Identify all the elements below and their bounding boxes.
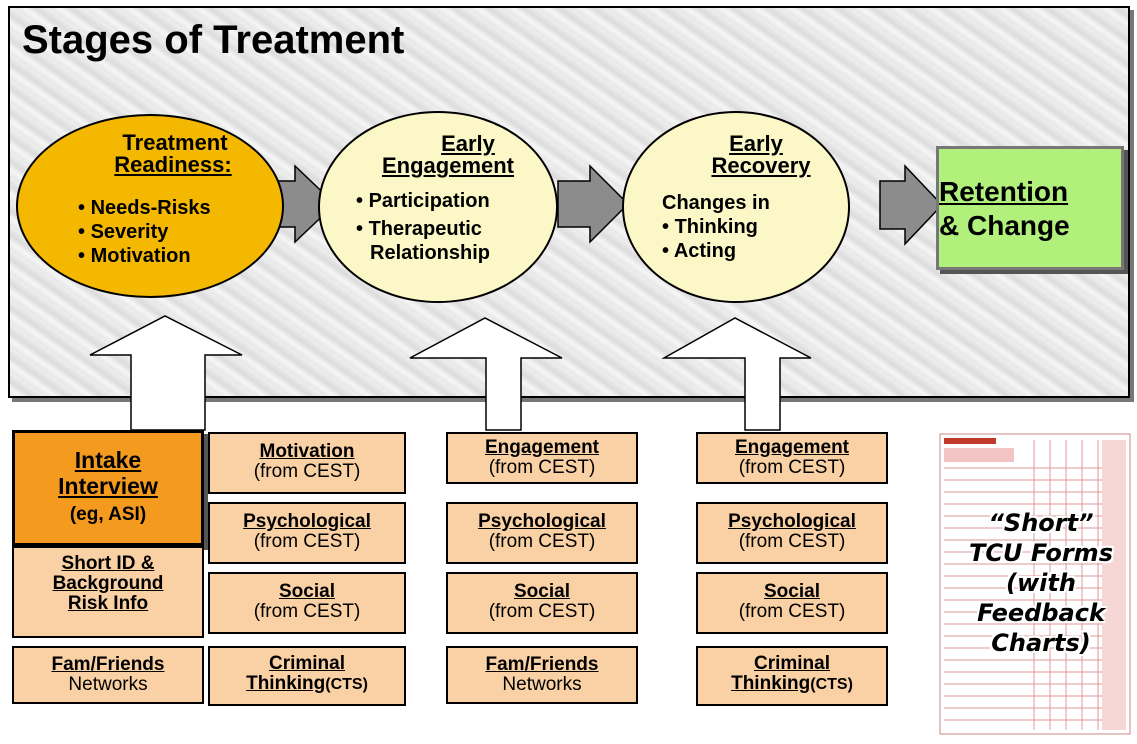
up-arrow-1 — [89, 315, 243, 431]
tcu-line: (with — [1006, 569, 1076, 597]
box-heading: Social — [514, 581, 570, 602]
up-arrow-2 — [409, 317, 563, 431]
box-heading: Motivation — [259, 441, 355, 462]
intake-interview-box: Intake Interview (eg, ASI) — [12, 430, 204, 546]
stage-heading: Recovery — [711, 153, 811, 178]
box-heading-line2: Thinking(CTS) — [246, 673, 368, 694]
social-box-3: Social (from CEST) — [696, 572, 888, 634]
arrow-right-3 — [879, 164, 944, 246]
box-heading: Psychological — [728, 511, 856, 532]
final-line2: & Change — [939, 210, 1070, 241]
stage-heading: Early — [729, 131, 783, 156]
bullet-item: • Severity — [78, 221, 169, 243]
box-sub: Networks — [68, 674, 148, 695]
tcu-form-thumbnail — [939, 433, 1131, 735]
box-heading: Criminal — [753, 653, 831, 674]
box-heading-line2: Thinking(CTS) — [731, 673, 853, 694]
box-sub: (from CEST) — [253, 601, 361, 622]
engagement-box-1: Engagement (from CEST) — [446, 432, 638, 484]
box-heading: Criminal — [268, 653, 346, 674]
fam-friends-box-2: Fam/Friends Networks — [446, 646, 638, 704]
intake-line3: (eg, ASI) — [69, 504, 147, 525]
tcu-line: Charts) — [991, 629, 1091, 657]
social-box-1: Social (from CEST) — [208, 572, 406, 634]
intake-line2: Interview — [58, 473, 158, 499]
intake-line1: Intake — [74, 447, 142, 473]
short-id-line3: Risk Info — [67, 593, 149, 614]
box-sub: (from CEST) — [738, 457, 846, 478]
fam-friends-box-1: Fam/Friends Networks — [12, 646, 204, 704]
box-sub: (from CEST) — [738, 531, 846, 552]
criminal-thinking-box-1: Criminal Thinking(CTS) — [208, 646, 406, 706]
box-heading: Engagement — [734, 437, 850, 458]
engagement-box-2: Engagement (from CEST) — [696, 432, 888, 484]
box-sub: (from CEST) — [738, 601, 846, 622]
up-arrow-3 — [661, 317, 812, 431]
final-line1: Retention — [939, 176, 1069, 207]
box-sub: (from CEST) — [488, 457, 596, 478]
box-sub: (from CEST) — [488, 601, 596, 622]
tcu-line: Feedback — [977, 599, 1105, 627]
box-heading: Social — [764, 581, 820, 602]
bullet-item: • Motivation — [78, 245, 191, 267]
bullet-item: • Therapeutic — [356, 218, 482, 240]
social-box-2: Social (from CEST) — [446, 572, 638, 634]
bullet-item: • Thinking — [662, 216, 758, 238]
retention-change-box: Retention & Change — [936, 146, 1124, 270]
arrow-right-2 — [557, 164, 630, 244]
box-heading: Social — [279, 581, 335, 602]
box-sub: (from CEST) — [253, 461, 361, 482]
tcu-line: “Short” — [988, 509, 1094, 537]
stage-heading: Early — [441, 131, 495, 156]
box-heading: Psychological — [478, 511, 606, 532]
tcu-line: TCU Forms — [969, 539, 1113, 567]
box-heading: Fam/Friends — [485, 654, 599, 675]
box-heading: Fam/Friends — [51, 654, 165, 675]
stage-early-recovery: Early Recovery Changes in • Thinking • A… — [622, 111, 850, 303]
short-id-line2: Background — [52, 573, 164, 594]
box-sub: Networks — [502, 674, 582, 695]
page-title: Stages of Treatment — [22, 18, 405, 62]
criminal-thinking-box-2: Criminal Thinking(CTS) — [696, 646, 888, 706]
stage-heading: Readiness: — [114, 152, 232, 177]
bullet-item: • Needs-Risks — [78, 197, 211, 219]
stage-heading: Engagement — [381, 153, 515, 178]
stage-subtitle: Changes in — [662, 192, 770, 214]
short-id-line1: Short ID & — [61, 553, 155, 574]
tcu-forms-label: “Short” TCU Forms (with Feedback Charts) — [946, 508, 1136, 658]
psychological-box-3: Psychological (from CEST) — [696, 502, 888, 564]
box-sub: (from CEST) — [253, 531, 361, 552]
motivation-box: Motivation (from CEST) — [208, 432, 406, 494]
box-heading: Psychological — [243, 511, 371, 532]
bullet-item: • Acting — [662, 240, 737, 262]
box-sub: (from CEST) — [488, 531, 596, 552]
psychological-box-1: Psychological (from CEST) — [208, 502, 406, 564]
box-heading: Engagement — [484, 437, 600, 458]
stage-early-engagement: Early Engagement • Participation • Thera… — [318, 111, 558, 303]
stage-heading: Treatment — [122, 130, 228, 155]
stage-treatment-readiness: Treatment Readiness: • Needs-Risks • Sev… — [16, 114, 284, 298]
bullet-item: Relationship — [370, 242, 491, 264]
bullet-item: • Participation — [356, 190, 490, 212]
short-id-box: Short ID & Background Risk Info — [12, 546, 204, 638]
psychological-box-2: Psychological (from CEST) — [446, 502, 638, 564]
